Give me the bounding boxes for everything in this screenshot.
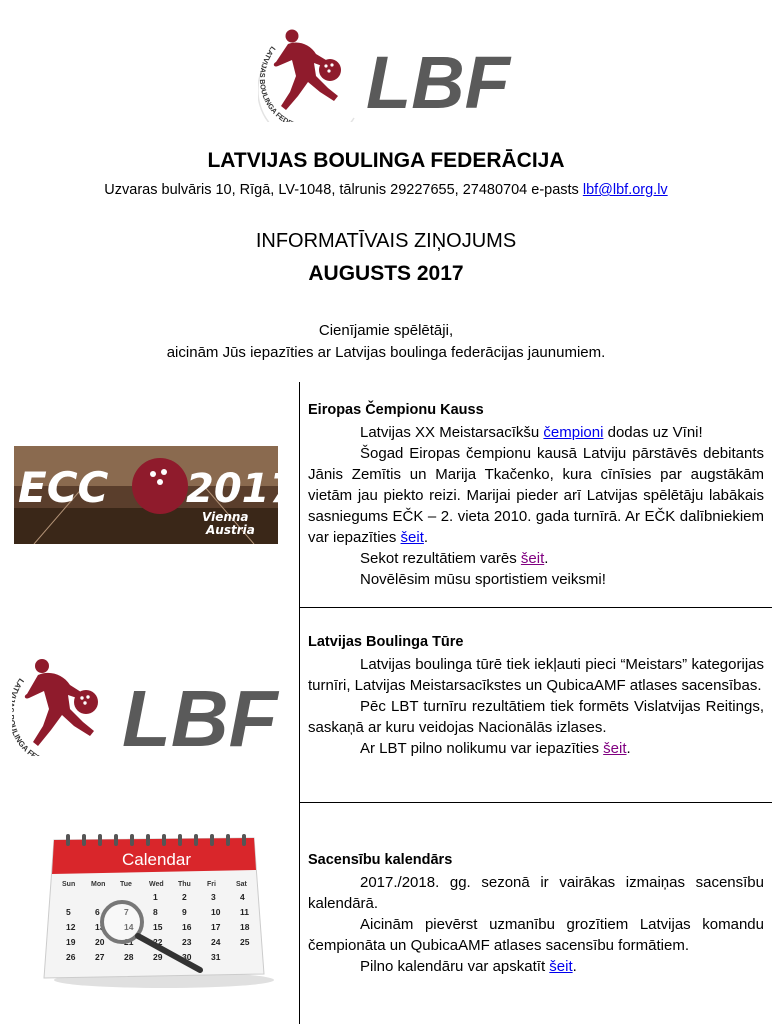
paragraph: Aicinām pievērst uzmanību grozītiem Latv… [308, 916, 764, 954]
calendar-date: 19 [66, 937, 76, 947]
calendar-day-label: Thu [178, 881, 191, 888]
report-heading: INFORMATĪVAIS ZIŅOJUMS [255, 230, 517, 252]
calendar-date: 11 [240, 907, 249, 917]
calendar-date: 9 [182, 907, 187, 917]
calendar-day-label: Wed [149, 881, 164, 888]
paragraph: 2017./2018. gg. sezonā ir vairākas izmai… [308, 874, 764, 912]
table-divider-1 [299, 607, 772, 608]
rules-link[interactable]: šeit [603, 740, 627, 757]
org-contact: Uzvaras bulvāris 10, Rīgā, LV-1048, tālr… [0, 182, 772, 198]
section-lbt: Latvijas Boulinga Tūre Latvijas boulinga… [308, 632, 764, 759]
calendar-date: 7 [124, 907, 129, 917]
paragraph: Šogad Eiropas čempionu kausā Latviju pār… [308, 445, 764, 546]
section-title: Sacensību kalendārs [308, 852, 453, 868]
paragraph: Sekot rezultātiem varēs šeit. [360, 550, 549, 567]
calendar-date: 12 [66, 922, 76, 932]
ecc-city: Vienna [202, 510, 249, 524]
calendar-date: 14 [124, 922, 134, 932]
calendar-day-label: Sat [236, 881, 248, 888]
ecc-text: ECC [18, 463, 109, 512]
calendar-date: 1 [153, 892, 158, 902]
report-month: AUGUSTS 2017 [308, 262, 464, 285]
calendar-date: 13 [95, 922, 105, 932]
paragraph: Novēlēsim mūsu sportistiem veiksmi! [360, 571, 606, 588]
calendar-day-label: Tue [120, 881, 132, 888]
paragraph: Pēc LBT turnīru rezultātiem tiek formēts… [308, 698, 764, 736]
bowler-icon [273, 29, 338, 110]
ecc-2017-image: ECC 2017 Vienna Austria [14, 446, 278, 544]
ecc-country: Austria [205, 523, 255, 537]
calendar-date: 29 [153, 952, 163, 962]
calendar-date: 26 [66, 952, 76, 962]
calendar-date: 2 [182, 892, 187, 902]
calendar-date: 31 [211, 952, 221, 962]
greeting-line-2: aicinām Jūs iepazīties ar Latvijas bouli… [166, 344, 606, 361]
calendar-date: 15 [153, 922, 163, 932]
calendar-date: 30 [182, 952, 192, 962]
greeting-line-1: Cienījamie spēlētāji, [318, 322, 454, 339]
results-link[interactable]: šeit [520, 550, 545, 567]
paragraph: Pilno kalendāru var apskatīt šeit. [360, 958, 577, 975]
table-divider-2 [299, 802, 772, 803]
champions-link[interactable]: čempioni [543, 424, 604, 441]
calendar-day-label: Sun [62, 881, 75, 888]
bowler-icon [24, 659, 95, 746]
address-text: Uzvaras bulvāris 10, Rīgā, LV-1048, tālr… [104, 182, 583, 198]
calendar-date: 8 [153, 907, 158, 917]
calendar-date: 20 [95, 937, 105, 947]
lbf-logo: LATVIJAS BOULINGA FEDERĀCIJA LBF [258, 29, 512, 122]
participants-link[interactable]: šeit [400, 529, 424, 546]
section-ecc: Eiropas Čempionu Kauss Latvijas XX Meist… [308, 400, 764, 590]
section-title: Latvijas Boulinga Tūre [308, 634, 464, 650]
greeting: Cienījamie spēlētāji, aicinām Jūs iepazī… [0, 320, 772, 364]
calendar-title: Calendar [122, 850, 191, 869]
calendar-date: 25 [240, 937, 250, 947]
paragraph: Latvijas XX Meistarsacīkšu čempioni doda… [360, 424, 703, 441]
calendar-date: 17 [211, 922, 221, 932]
calendar-day-label: Mon [91, 881, 105, 888]
section-title: Eiropas Čempionu Kauss [308, 402, 484, 418]
calendar-date: 16 [182, 922, 192, 932]
calendar-date: 3 [211, 892, 216, 902]
calendar-date: 22 [153, 937, 163, 947]
calendar-rings [66, 834, 246, 846]
lbf-logo-section: LATVIJAS BOULINGA FEDERĀCIJA LBF [12, 659, 280, 756]
magnifier-icon [100, 900, 144, 944]
calendar-date: 4 [240, 892, 245, 902]
ecc-year: 2017 [186, 466, 278, 512]
calendar-date: 23 [182, 937, 192, 947]
calendar-date: 6 [95, 907, 100, 917]
paragraph: Latvijas boulinga tūrē tiek iekļauti pie… [308, 656, 764, 694]
section-calendar: Sacensību kalendārs 2017./2018. gg. sezo… [308, 850, 764, 977]
logo-text: LBF [122, 674, 280, 756]
org-title: LATVIJAS BOULINGA FEDERĀCIJA [207, 149, 565, 172]
calendar-date: 5 [66, 907, 71, 917]
table-divider-vertical [299, 382, 300, 1024]
calendar-date: 10 [211, 907, 221, 917]
paragraph: Ar LBT pilno nolikumu var iepazīties šei… [360, 740, 631, 757]
calendar-date: 28 [124, 952, 134, 962]
logo-text: LBF [366, 41, 512, 122]
calendar-date: 27 [95, 952, 105, 962]
calendar-date: 24 [211, 937, 221, 947]
email-link[interactable]: lbf@lbf.org.lv [582, 182, 668, 198]
calendar-date: 18 [240, 922, 250, 932]
calendar-day-label: Fri [207, 881, 216, 888]
calendar-link[interactable]: šeit [549, 958, 573, 975]
bowling-ball-icon [132, 458, 188, 514]
